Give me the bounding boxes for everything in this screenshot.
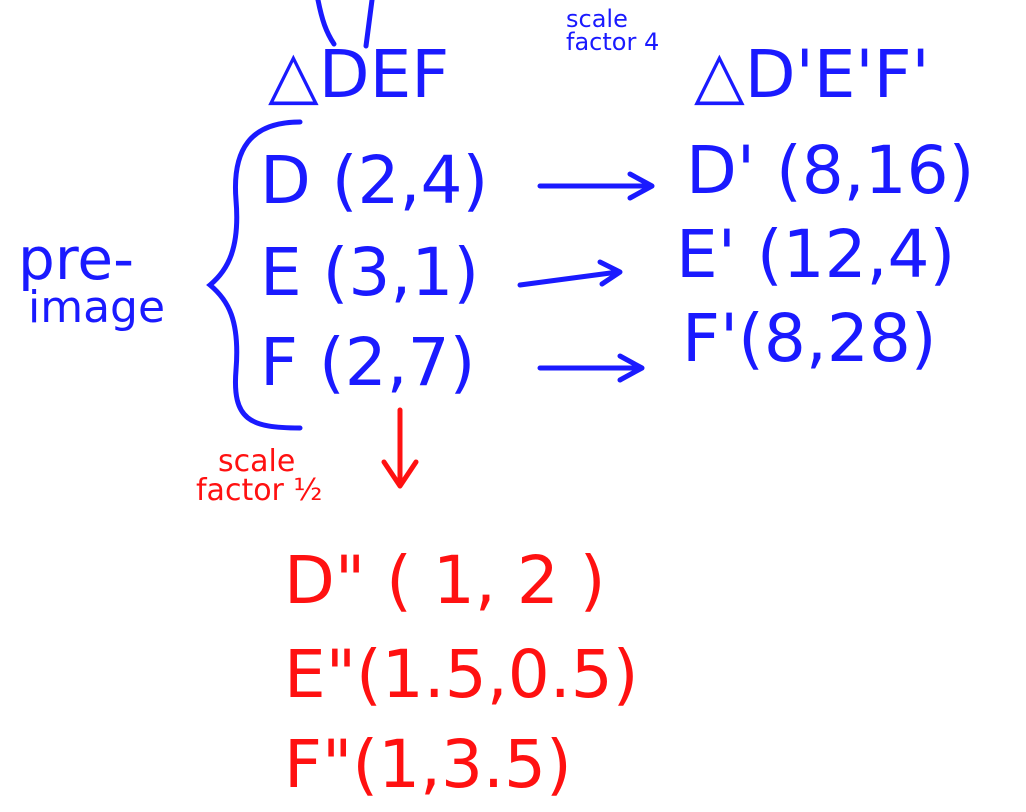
left-brace xyxy=(206,119,303,431)
scale-factor-half-note: scale factor ½ xyxy=(196,444,323,508)
scale-note-line2: factor 4 xyxy=(566,27,660,56)
triangle-image-label: △D'E'F' xyxy=(694,36,930,113)
preimage-point-d: D (2,4) xyxy=(260,142,489,219)
preimage-label-line2: image xyxy=(28,282,166,334)
scale-factor-4-note: scale factor 4 xyxy=(566,5,660,56)
image-point-f-prime: F'(8,28) xyxy=(682,300,937,377)
image-point-e-prime: E' (12,4) xyxy=(676,216,956,293)
image-point-d-prime: D' (8,16) xyxy=(686,132,975,209)
preimage-point-f: F (2,7) xyxy=(260,324,476,401)
image-point-d-double-prime: D" ( 1, 2 ) xyxy=(284,542,606,619)
arrow-d xyxy=(537,171,655,201)
scale-note-line1: scale xyxy=(566,5,628,33)
arrow-e xyxy=(517,259,623,288)
half-note-line2: factor ½ xyxy=(196,472,323,508)
triangle-def-label: △DEF xyxy=(268,36,450,113)
image-point-e-double-prime: E"(1.5,0.5) xyxy=(284,636,639,713)
image-point-f-double-prime: F"(1,3.5) xyxy=(284,726,572,803)
arrow-f xyxy=(537,353,645,383)
preimage-label-line1: pre- xyxy=(18,225,134,293)
half-note-line1: scale xyxy=(218,444,296,479)
preimage-label: pre- image xyxy=(18,225,166,334)
arrow-down xyxy=(381,407,419,489)
cutoff-stroke-top xyxy=(315,0,375,49)
preimage-point-e: E (3,1) xyxy=(260,234,480,311)
